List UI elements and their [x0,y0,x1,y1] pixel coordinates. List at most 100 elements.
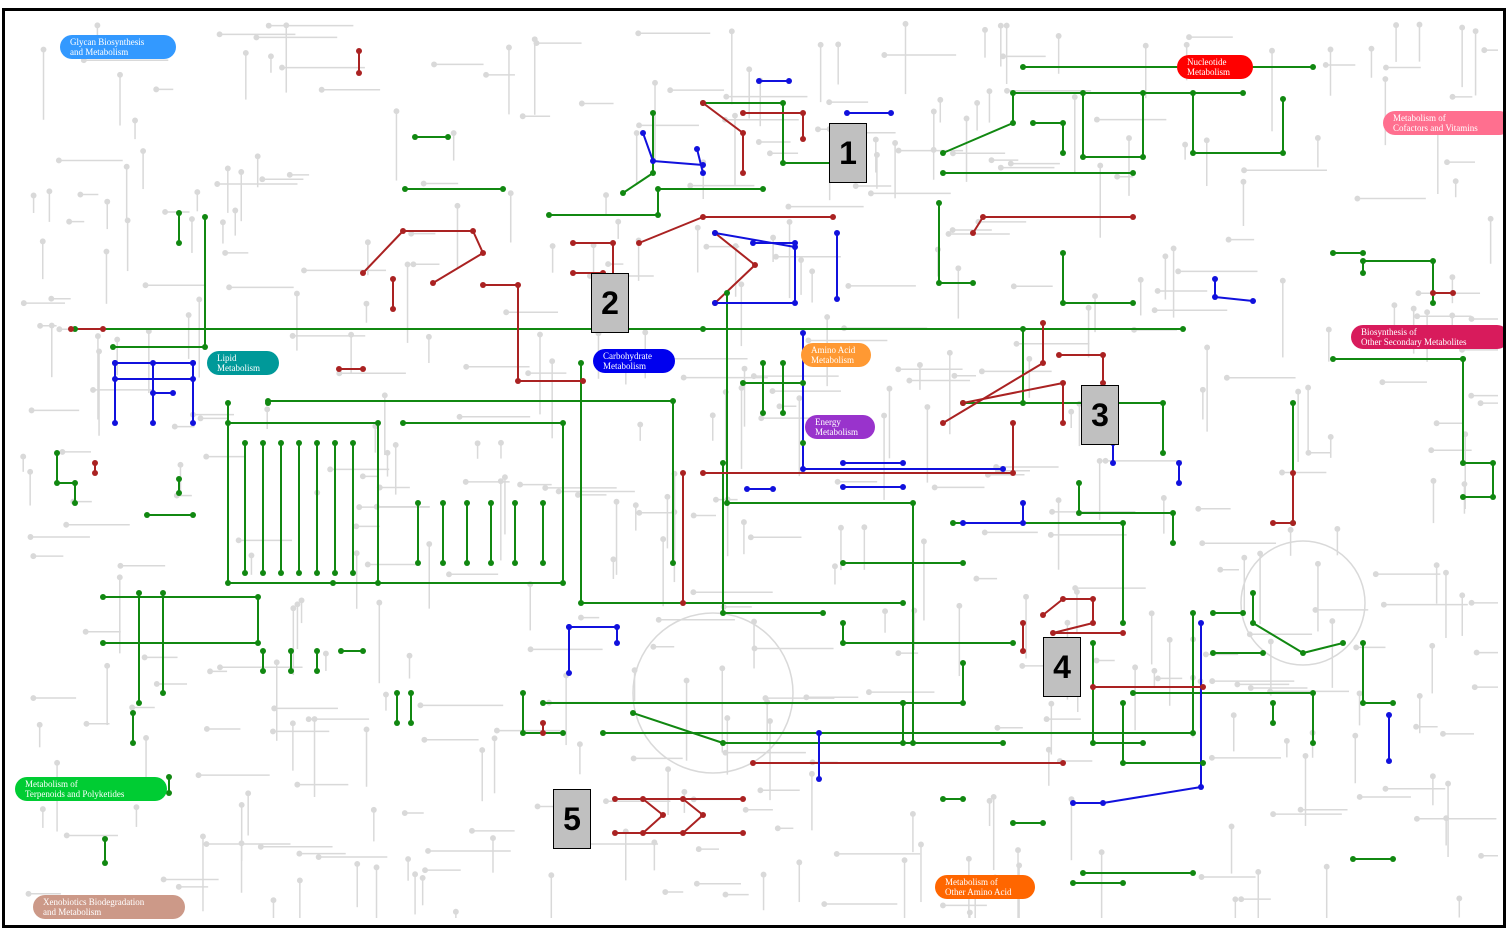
green-pathway-node [1130,170,1136,176]
background-compound-node [1469,317,1473,321]
category-energy[interactable]: Energy Metabolism [805,415,875,439]
category-other-amino-line1: Metabolism of [945,877,1027,887]
background-compound-node [956,266,960,270]
category-carbohydrate-line1: Carbohydrate [603,351,667,361]
background-compound-node [1316,562,1320,566]
red-pathway-node [1010,420,1016,426]
background-compound-node [198,416,202,420]
background-compound-node [1414,725,1418,729]
red-pathway-node [750,760,756,766]
background-compound-node [967,857,971,861]
category-xenobiotics[interactable]: Xenobiotics Biodegradation and Metabolis… [33,895,185,919]
background-compound-node [883,609,887,613]
background-compound-node [896,148,900,152]
background-compound-node [316,855,320,859]
blue-pathway-node [756,78,762,84]
background-compound-node [1357,691,1361,695]
background-compound-node [614,500,618,504]
background-compound-node [271,729,275,733]
background-compound-node [932,109,936,113]
background-compound-node [1069,409,1073,413]
category-lipid[interactable]: Lipid Metabolism [207,351,279,375]
green-pathway-node [655,212,661,218]
green-pathway-node [1250,620,1256,626]
green-pathway-node [1120,880,1126,886]
background-compound-node [1196,507,1200,511]
red-pathway-node [1010,470,1016,476]
category-terpenoids[interactable]: Metabolism of Terpenoids and Polyketides [15,777,167,801]
background-compound-node [723,892,727,896]
background-compound-node [1049,701,1053,705]
background-compound-node [38,324,42,328]
background-compound-node [665,495,669,499]
background-compound-node [1235,682,1239,686]
callout-1: 1 [829,123,867,183]
background-compound-node [205,727,209,731]
background-compound-node [297,851,301,855]
background-compound-node [704,244,708,248]
green-pathway-node [960,660,966,666]
green-pathway-node [202,344,208,350]
red-pathway-node [612,796,618,802]
background-compound-node [95,23,99,27]
background-compound-node [720,666,724,670]
background-compound-node [938,98,942,102]
green-pathway-node [1076,480,1082,486]
background-compound-node [1152,308,1156,312]
red-pathway-node [356,48,362,54]
green-pathway-node [1020,400,1026,406]
background-compound-node [1460,593,1464,597]
blue-pathway-node [700,162,706,168]
green-pathway-node [1260,650,1266,656]
green-pathway-node [650,110,656,116]
background-compound-node [1445,160,1449,164]
background-compound-node [173,424,177,428]
background-compound-node [606,262,610,266]
green-pathway-node [1000,740,1006,746]
background-compound-node [611,557,615,561]
category-carbohydrate[interactable]: Carbohydrate Metabolism [593,349,675,373]
category-amino-acid[interactable]: Amino Acid Metabolism [801,343,871,367]
background-compound-node [989,158,993,162]
background-compound-node [1453,179,1457,183]
background-compound-node [163,210,167,214]
background-compound-node [503,475,507,479]
blue-pathway-node [566,624,572,630]
background-compound-node [774,255,778,259]
background-compound-node [28,470,32,474]
blue-pathway-node [844,110,850,116]
green-pathway-node [375,580,381,586]
category-cofactors[interactable]: Metabolism of Cofactors and Vitamins [1383,111,1506,135]
red-pathway-node [940,420,946,426]
background-compound-node [447,572,451,576]
blue-pathway-node [834,230,840,236]
background-compound-node [896,367,900,371]
blue-pathway-node [712,230,718,236]
background-compound-node [118,575,122,579]
red-pathway-node [470,228,476,234]
category-nucleotide[interactable]: Nucleotide Metabolism [1177,55,1253,79]
category-other-amino[interactable]: Metabolism of Other Amino Acid [935,875,1035,899]
background-compound-node [196,773,200,777]
red-pathway-node [1430,290,1436,296]
background-compound-node [1115,175,1119,179]
background-compound-node [911,812,915,816]
background-compound-node [1258,551,1262,555]
category-glycan[interactable]: Glycan Biosynthesis and Metabolism [60,35,176,59]
background-compound-node [1416,291,1420,295]
green-pathway-node [1190,730,1196,736]
red-pathway-node [700,812,706,818]
background-compound-node [492,736,496,740]
green-pathway-node [278,570,284,576]
background-compound-node [1353,733,1357,737]
category-secondary[interactable]: Biosynthesis of Other Secondary Metaboli… [1351,325,1506,349]
category-lipid-line2: Metabolism [217,363,271,373]
background-compound-node [284,23,288,27]
background-compound-node [354,524,358,528]
green-pathway-node [724,500,730,506]
background-compound-node [118,564,122,568]
green-pathway-node [176,210,182,216]
green-pathway-node [1360,258,1366,264]
red-pathway-node [700,470,706,476]
category-energy-line1: Energy [815,417,867,427]
